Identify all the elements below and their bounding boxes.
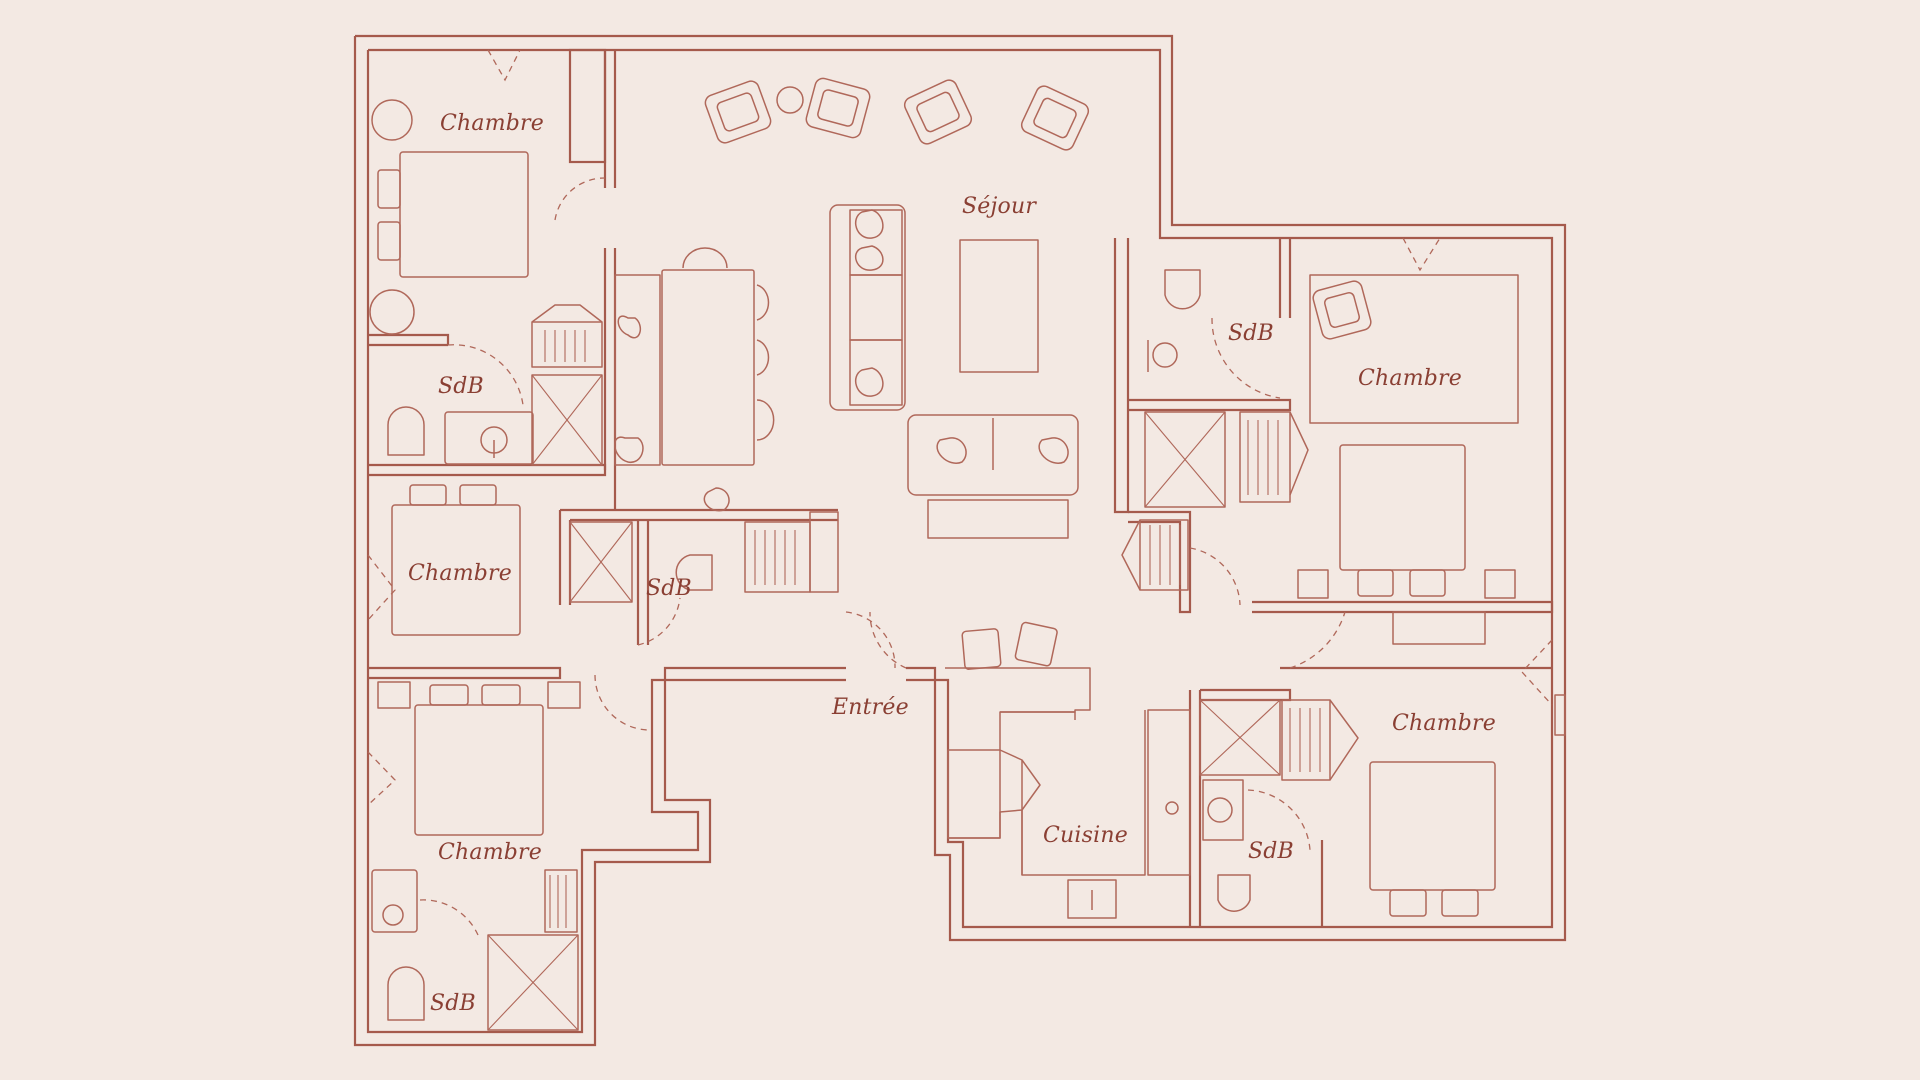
armchairs — [704, 77, 1090, 151]
bathroom-5 — [1199, 699, 1359, 912]
label-chambre-5: Chambre — [438, 840, 542, 865]
bedroom-4 — [1297, 237, 1553, 706]
bathroom-3 — [371, 869, 579, 1031]
bedroom-5 — [1289, 611, 1566, 917]
label-cuisine: Cuisine — [1043, 823, 1128, 848]
label-chambre-3: Chambre — [408, 561, 512, 586]
label-chambre-2: Chambre — [1358, 366, 1462, 391]
bedroom-1 — [369, 49, 606, 335]
label-sejour: Séjour — [962, 194, 1037, 219]
exterior-walls — [353, 34, 1567, 1047]
label-sdb-3: SdB — [646, 576, 692, 601]
label-sdb-4: SdB — [1248, 839, 1294, 864]
label-sdb-1: SdB — [438, 374, 484, 399]
label-entree: Entrée — [831, 695, 909, 720]
label-sdb-2: SdB — [1228, 321, 1274, 346]
bedroom-2 — [367, 484, 521, 636]
living-room-furniture — [829, 204, 1079, 539]
label-chambre-4: Chambre — [1392, 711, 1496, 736]
label-chambre-1: Chambre — [440, 111, 544, 136]
room-labels: Chambre SdB Séjour SdB Chambre Chambre S… — [408, 111, 1496, 1016]
kitchen — [945, 621, 1191, 919]
bathroom-2 — [569, 487, 839, 646]
entrance-doors — [845, 611, 907, 669]
dining-table — [614, 247, 775, 466]
label-sdb-5: SdB — [430, 991, 476, 1016]
bathroom-1 — [387, 304, 603, 466]
bedroom-3 — [367, 674, 649, 836]
bathroom-4 — [1121, 269, 1309, 606]
interior-walls — [368, 48, 1554, 927]
